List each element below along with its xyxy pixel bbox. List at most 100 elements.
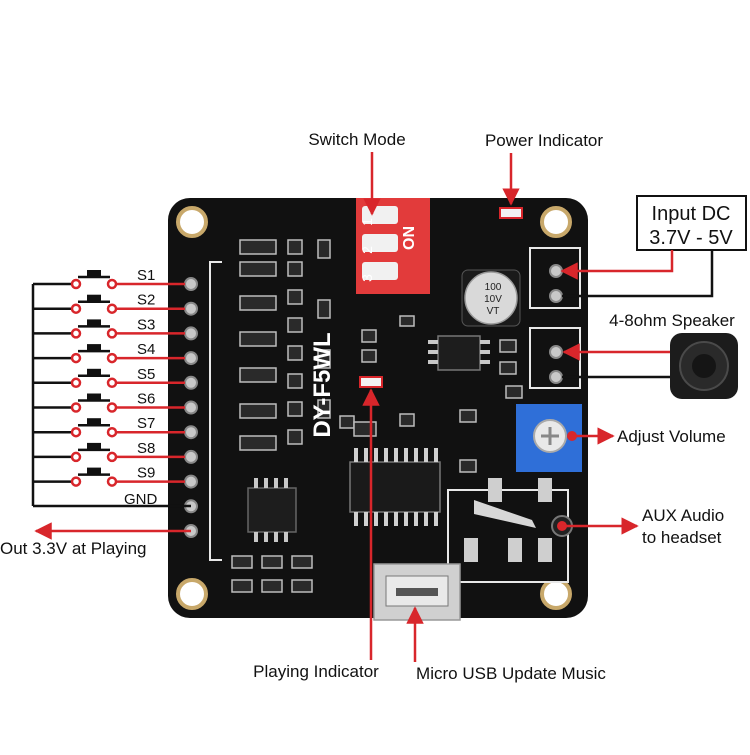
switch-label: S2 — [137, 292, 155, 309]
switch-row: S9 — [33, 465, 185, 487]
mounting-hole-br — [540, 578, 572, 610]
left-header-pins — [184, 277, 198, 538]
switch-button-icon — [87, 344, 101, 352]
switch-contact-left — [70, 402, 82, 413]
power-pin-1 — [549, 264, 563, 278]
switch-row: S8 — [33, 440, 185, 463]
playing-led — [359, 376, 383, 388]
switch-label: S8 — [137, 440, 155, 457]
playing-indicator-label: Playing Indicator — [253, 662, 379, 681]
switch-label: S7 — [137, 415, 155, 432]
switch-button-icon — [87, 368, 101, 376]
small-ic — [247, 487, 297, 533]
dip-number-1: 1 — [359, 218, 375, 226]
switch-contact-left — [70, 377, 82, 389]
out-33v-label: Out 3.3V at Playing — [0, 539, 146, 558]
mounting-hole-tr — [540, 206, 572, 238]
input-dc-line2: 3.7V - 5V — [649, 227, 733, 249]
switch-button-icon — [87, 270, 101, 277]
switch-contact-right — [106, 352, 118, 364]
adjust-volume-label: Adjust Volume — [617, 427, 726, 446]
micro-usb-label: Micro USB Update Music — [416, 664, 606, 683]
audio-jack — [447, 478, 573, 583]
speaker-graphic — [670, 333, 738, 399]
switch-contact-left — [70, 278, 82, 290]
switch-contact-left — [70, 328, 82, 339]
switch-button-icon — [87, 418, 101, 426]
switch-contact-right — [106, 377, 118, 389]
switch-contact-right — [106, 278, 118, 290]
header-pin — [184, 277, 198, 291]
main-ic — [349, 461, 441, 513]
pcb-board: DY-F5WL 1 2 3 ON 100 10V VT — [168, 198, 588, 621]
gnd-label: GND — [124, 491, 158, 508]
mounting-hole-tl — [176, 206, 208, 238]
header-pin — [184, 375, 198, 390]
switch-contact-left — [70, 426, 82, 438]
switch-contact-right — [106, 476, 118, 487]
switch-row: S2 — [33, 292, 185, 314]
switch-label: S1 — [137, 267, 155, 284]
board-model-text: DY-F5WL — [309, 332, 336, 437]
switch-contact-right — [106, 426, 118, 438]
dip-number-2: 2 — [359, 246, 375, 254]
aux-label-line2: to headset — [642, 528, 722, 547]
switch-label: S3 — [137, 316, 155, 333]
switch-contact-left — [70, 303, 82, 314]
switch-row: S3 — [33, 316, 185, 339]
header-pin — [184, 474, 198, 489]
mounting-hole-bl — [176, 578, 208, 610]
dip-number-3: 3 — [359, 274, 375, 282]
switch-button-icon — [87, 442, 101, 450]
header-pin — [184, 326, 198, 341]
power-indicator-label: Power Indicator — [485, 131, 603, 150]
speaker-pin-1 — [549, 345, 563, 359]
input-dc-box: Input DC 3.7V - 5V — [636, 195, 747, 251]
switch-label: S4 — [137, 341, 155, 358]
switch-contact-right — [106, 402, 118, 413]
switch-row: S4 — [33, 341, 185, 364]
capacitor: 100 10V VT — [461, 269, 521, 327]
capacitor-text-3: VT — [487, 306, 500, 317]
switch-contact-left — [70, 451, 82, 463]
switch-contact-right — [106, 303, 118, 314]
speaker-pin-2 — [549, 370, 563, 384]
input-dc-black-wire — [562, 250, 714, 298]
switch-row: S1 — [33, 267, 185, 290]
capacitor-text-2: 10V — [484, 294, 502, 305]
header-pin — [184, 351, 198, 366]
main-ic-pins — [354, 448, 438, 526]
input-dc-red-wire — [560, 250, 674, 280]
switch-row: S5 — [33, 366, 185, 389]
switch-contact-right — [106, 328, 118, 339]
switch-button-icon — [87, 467, 101, 475]
header-pin — [184, 449, 198, 464]
switch-label: S6 — [137, 391, 155, 408]
micro-usb-port — [373, 563, 461, 621]
aux-label-line1: AUX Audio — [642, 506, 724, 525]
switch-button-icon — [87, 319, 101, 327]
header-pin — [184, 301, 198, 316]
switch-label: S5 — [137, 366, 155, 383]
switch-contact-right — [106, 451, 118, 463]
dip-switch: 1 2 3 ON — [356, 198, 430, 294]
smd-resistor-column — [239, 239, 331, 451]
amp-chip — [437, 335, 481, 371]
switch-button-icon — [87, 294, 101, 302]
power-led — [499, 207, 523, 219]
speaker-label: 4-8ohm Speaker — [609, 311, 735, 330]
switch-contact-left — [70, 476, 82, 487]
switch-row: S7 — [33, 415, 185, 438]
switch-row: S6 — [33, 391, 185, 413]
power-pin-2 — [549, 289, 563, 303]
switch-contact-left — [70, 352, 82, 364]
header-pin — [184, 400, 198, 415]
switch-button-icon — [87, 393, 101, 401]
capacitor-text-1: 100 — [485, 282, 502, 293]
input-dc-line1: Input DC — [652, 203, 731, 225]
dip-on-label: ON — [401, 226, 418, 250]
switch-label: S9 — [137, 465, 155, 482]
